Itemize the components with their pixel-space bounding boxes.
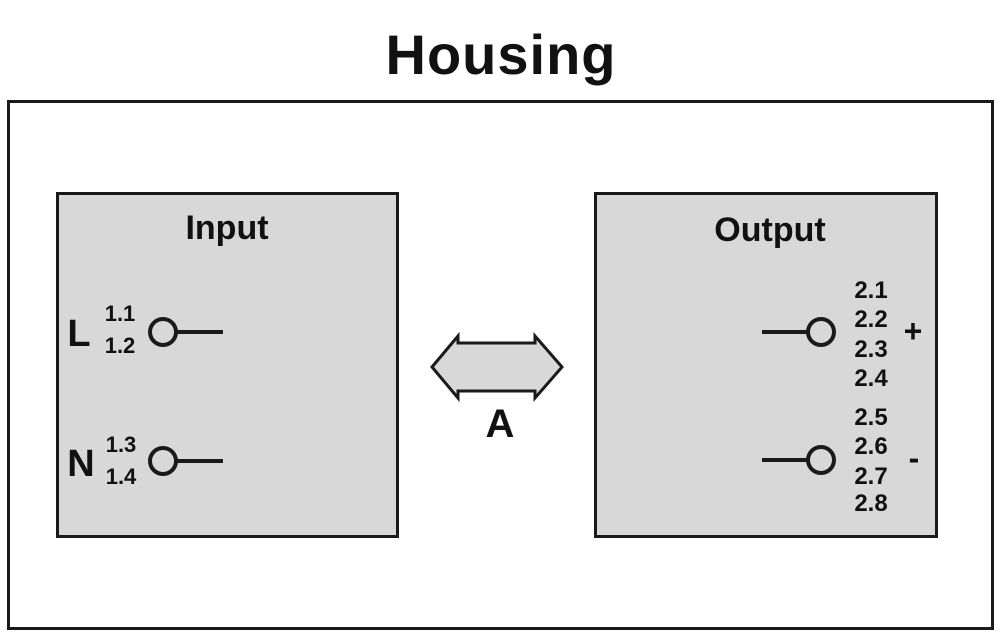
- input-panel-title: Input: [185, 209, 269, 247]
- output-pin-label: 2.2: [854, 306, 888, 333]
- input-terminal-L-label: L: [67, 313, 91, 355]
- output-panel-title: Output: [714, 211, 826, 249]
- arrow-label: A: [485, 402, 515, 446]
- output-pin-label: 2.4: [854, 365, 888, 392]
- input-panel: [56, 192, 399, 538]
- output-panel: [594, 192, 938, 538]
- output-pin-label: 2.7: [854, 463, 888, 490]
- input-pin-label: 1.3: [105, 432, 137, 457]
- output-pin-label: 2.8: [854, 490, 888, 517]
- input-pin-label: 1.2: [104, 333, 136, 358]
- polarity-plus-label: +: [903, 313, 923, 349]
- output-pin-label: 2.1: [854, 277, 888, 304]
- output-pin-label: 2.3: [854, 336, 888, 363]
- input-terminal-N-label: N: [67, 443, 95, 485]
- input-pin-label: 1.1: [104, 301, 136, 326]
- diagram-title: Housing: [385, 23, 617, 86]
- input-pin-label: 1.4: [105, 464, 137, 489]
- polarity-minus-label: -: [908, 440, 920, 476]
- output-pin-label: 2.6: [854, 433, 888, 460]
- output-pin-label: 2.5: [854, 404, 888, 431]
